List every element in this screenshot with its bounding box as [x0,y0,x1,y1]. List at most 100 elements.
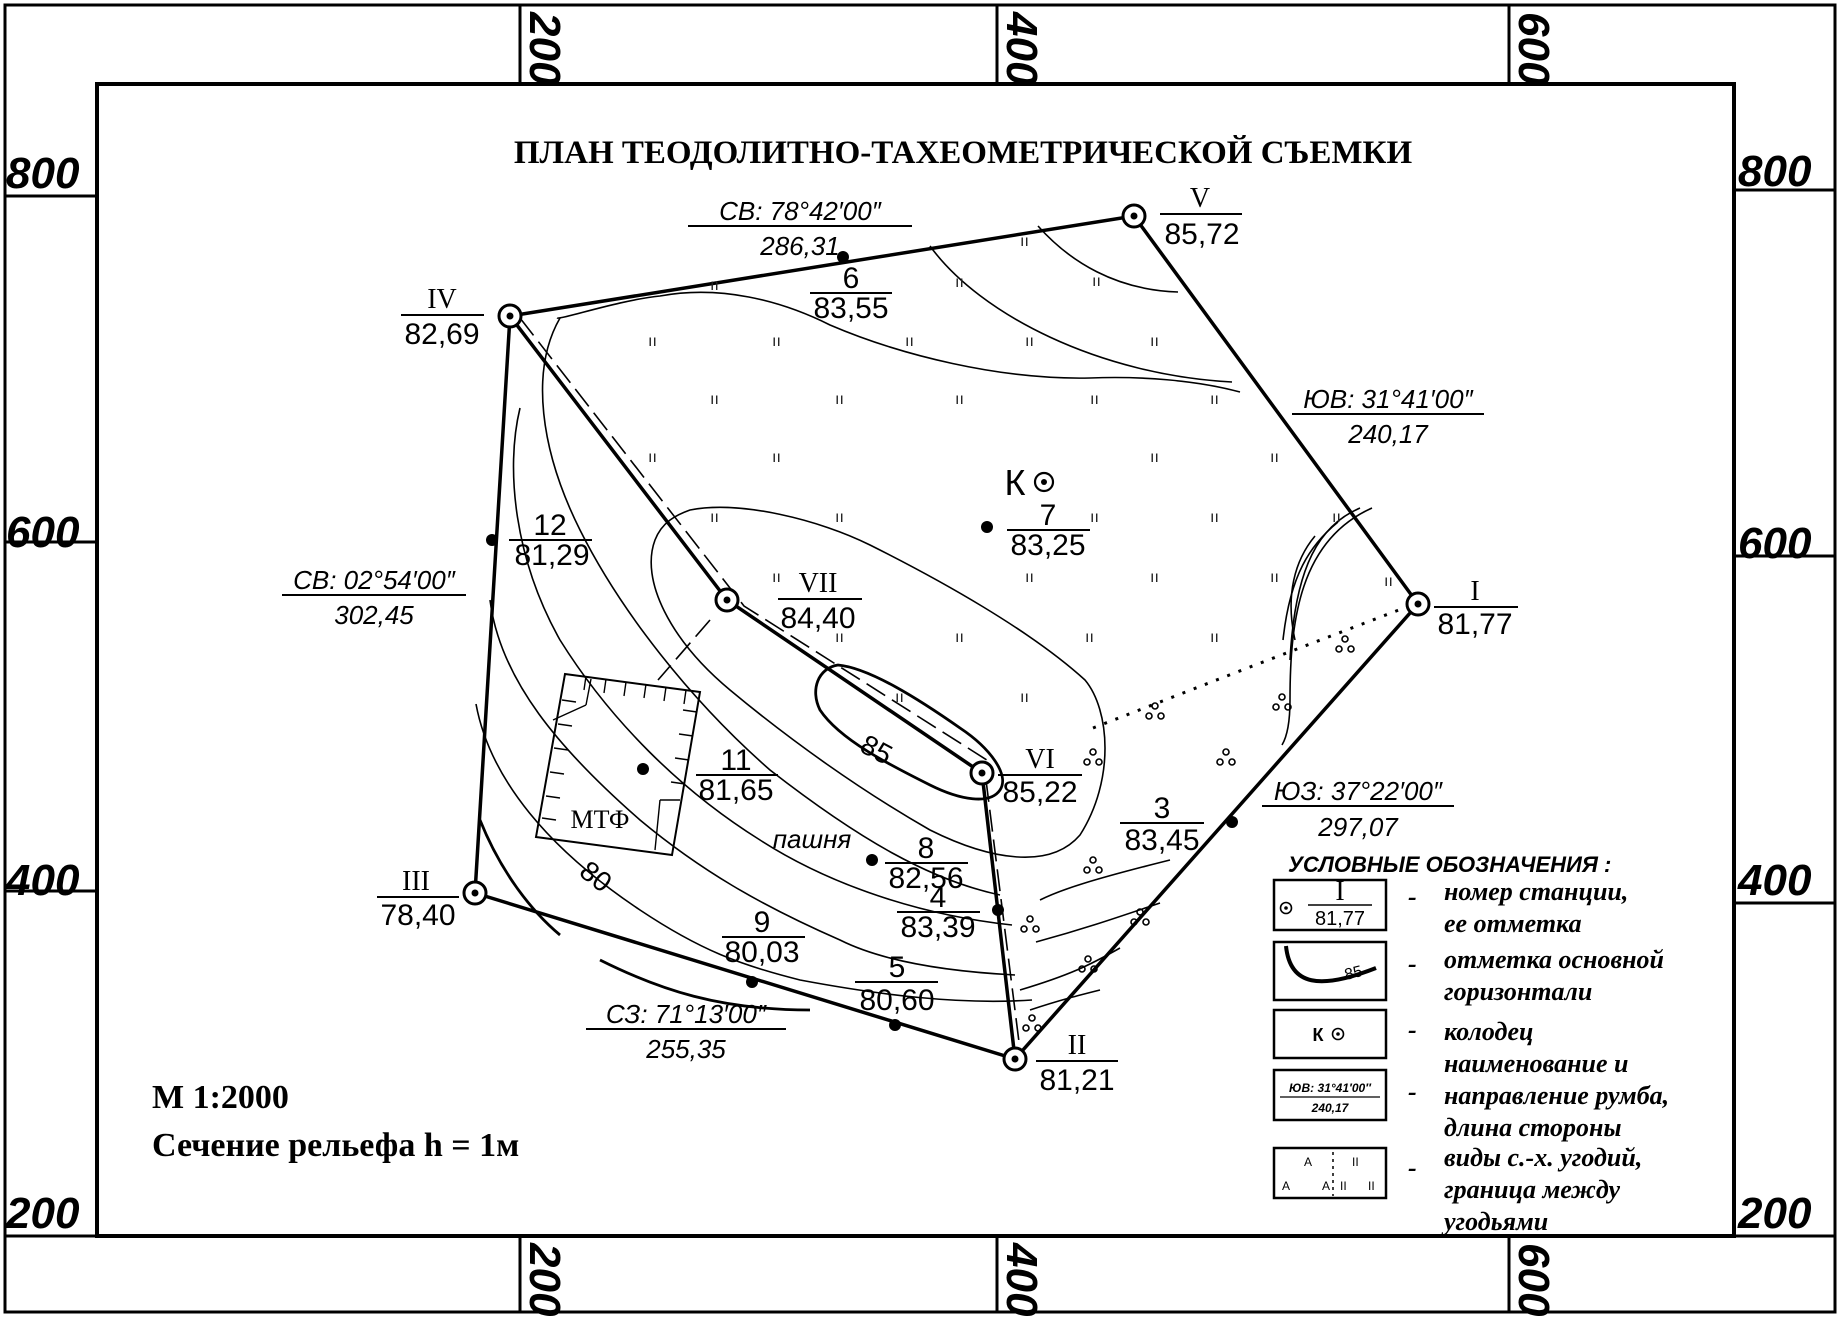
svg-text:83,25: 83,25 [1010,529,1085,562]
svg-text:3: 3 [1154,792,1171,825]
svg-text:6: 6 [843,262,860,295]
boundary-dotted [1092,606,1405,730]
point-9-dot [746,976,758,988]
svg-text:ıı: ıı [1150,449,1159,466]
point-3-label: 383,45 [1120,792,1204,857]
svg-text:83,55: 83,55 [813,292,888,325]
svg-text:81,65: 81,65 [698,774,773,807]
station-IV-marker [497,303,523,329]
svg-text:85,22: 85,22 [1002,776,1077,809]
svg-text:ıı: ıı [1090,509,1099,526]
grid-bottom-200: 200 [520,1242,569,1317]
svg-text:A: A [1322,1179,1330,1193]
bearing-I-II: ЮЗ: 37°22′00″297,07 [1262,776,1454,842]
svg-text:240,17: 240,17 [1311,1101,1350,1115]
svg-text:ıı: ıı [648,449,657,466]
svg-text:ıı: ıı [1090,391,1099,408]
svg-text:виды с.-х. угодий,: виды с.-х. угодий, [1444,1143,1642,1172]
bearing-IV-V: СВ: 78°42′00″ 286,31 [688,196,912,261]
traverse-diagonal [508,314,1017,1060]
contour-line [1037,225,1179,293]
svg-text:номер станции,: номер станции, [1444,877,1628,906]
point-3-dot [1226,816,1238,828]
relief-label: Сечение рельефа h = 1м [152,1127,519,1164]
bearing-III-IV: СВ: 02°54′00″302,45 [282,565,466,630]
svg-text:I: I [1335,876,1344,907]
svg-text:83,45: 83,45 [1124,824,1199,857]
svg-text:II: II [1068,1030,1087,1061]
svg-text:ıı: ıı [710,391,719,408]
point-4-label: 483,39 [897,881,980,944]
grid-bottom-400: 400 [997,1242,1046,1317]
legend-well-icon [1331,1027,1345,1041]
contour-line [475,703,1033,1003]
field-label: пашня [773,824,852,854]
svg-text:ıı: ıı [835,629,844,646]
svg-text:ıı: ıı [1270,569,1279,586]
grid-top-400: 400 [997,11,1046,86]
grid-left-200: 200 [5,1189,80,1238]
contour-line [541,317,1001,896]
bearing-labels: СВ: 78°42′00″286,31 ЮВ: 31°41′00″240,17 … [282,196,1484,1064]
svg-text:ıı: ıı [1150,569,1159,586]
svg-text:-: - [1408,949,1417,978]
svg-text:ıı: ıı [1270,449,1279,466]
svg-text:297,07: 297,07 [1317,812,1399,842]
svg-text:82,56: 82,56 [888,862,963,895]
grid-right-800: 800 [1738,147,1812,196]
svg-text:ЮВ: 31°41′00″: ЮВ: 31°41′00″ [1303,384,1473,414]
contour-main-80 [599,958,811,1012]
station-VI-marker [969,760,995,786]
svg-text:III: III [402,866,430,897]
svg-text:12: 12 [533,509,566,542]
svg-text:78,40: 78,40 [380,899,455,932]
svg-text:302,45: 302,45 [334,600,414,630]
svg-text:колодец: колодец [1444,1017,1533,1046]
svg-text:VI: VI [1025,744,1055,775]
contour-line [929,245,1233,383]
contour-main-85 [814,663,1004,801]
svg-text:СВ: 78°42′00″: СВ: 78°42′00″ [719,196,882,226]
grid-bottom-600: 600 [1509,1243,1558,1317]
svg-text:ıı: ıı [1085,629,1094,646]
station-VII-marker [714,587,740,613]
svg-text:83,39: 83,39 [900,911,975,944]
svg-text:ıı: ıı [1210,391,1219,408]
svg-text:A: A [1282,1179,1290,1193]
svg-text:V: V [1190,183,1210,214]
svg-text:ее отметка: ее отметка [1444,909,1582,938]
point-7-dot [981,521,993,533]
grid-labels: 200 400 600 200 400 600 800 600 400 200 … [5,11,1812,1317]
svg-text:84,40: 84,40 [780,602,855,635]
svg-text:-: - [1408,1153,1417,1182]
contour-line [650,506,1106,858]
contour-line [1019,947,1121,991]
bearing-II-III: СЗ: 71°13′00″255,35 [586,999,786,1064]
svg-text:81,29: 81,29 [514,539,589,572]
svg-text:II: II [1340,1179,1347,1193]
contour-line [1035,902,1161,943]
map-title: ПЛАН ТЕОДОЛИТНО-ТАХЕОМЕТРИЧЕСКОЙ СЪЕМКИ [514,134,1413,171]
svg-text:ıı: ıı [648,333,657,350]
svg-text:II: II [1352,1155,1359,1169]
station-I-marker [1405,591,1431,617]
svg-text:81,21: 81,21 [1039,1064,1114,1097]
legend: УСЛОВНЫЕ ОБОЗНАЧЕНИЯ : I 81,77 - номер с… [1272,852,1669,1236]
svg-text:-: - [1408,1015,1417,1044]
farm-building: МТФ [534,672,702,857]
svg-text:A: A [1304,1155,1312,1169]
svg-text:82,69: 82,69 [404,318,479,351]
point-5-label: 580,60 [855,951,938,1017]
point-11-dot [637,763,649,775]
point-9-label: 980,03 [722,906,805,969]
svg-text:11: 11 [720,744,751,777]
svg-text:286,31: 286,31 [759,231,840,261]
station-V-label: V85,72 [1160,183,1242,251]
svg-text:80,60: 80,60 [859,984,934,1017]
contour-line [1281,507,1373,746]
shrub-signs [1020,635,1355,1032]
contours [475,225,1373,1012]
